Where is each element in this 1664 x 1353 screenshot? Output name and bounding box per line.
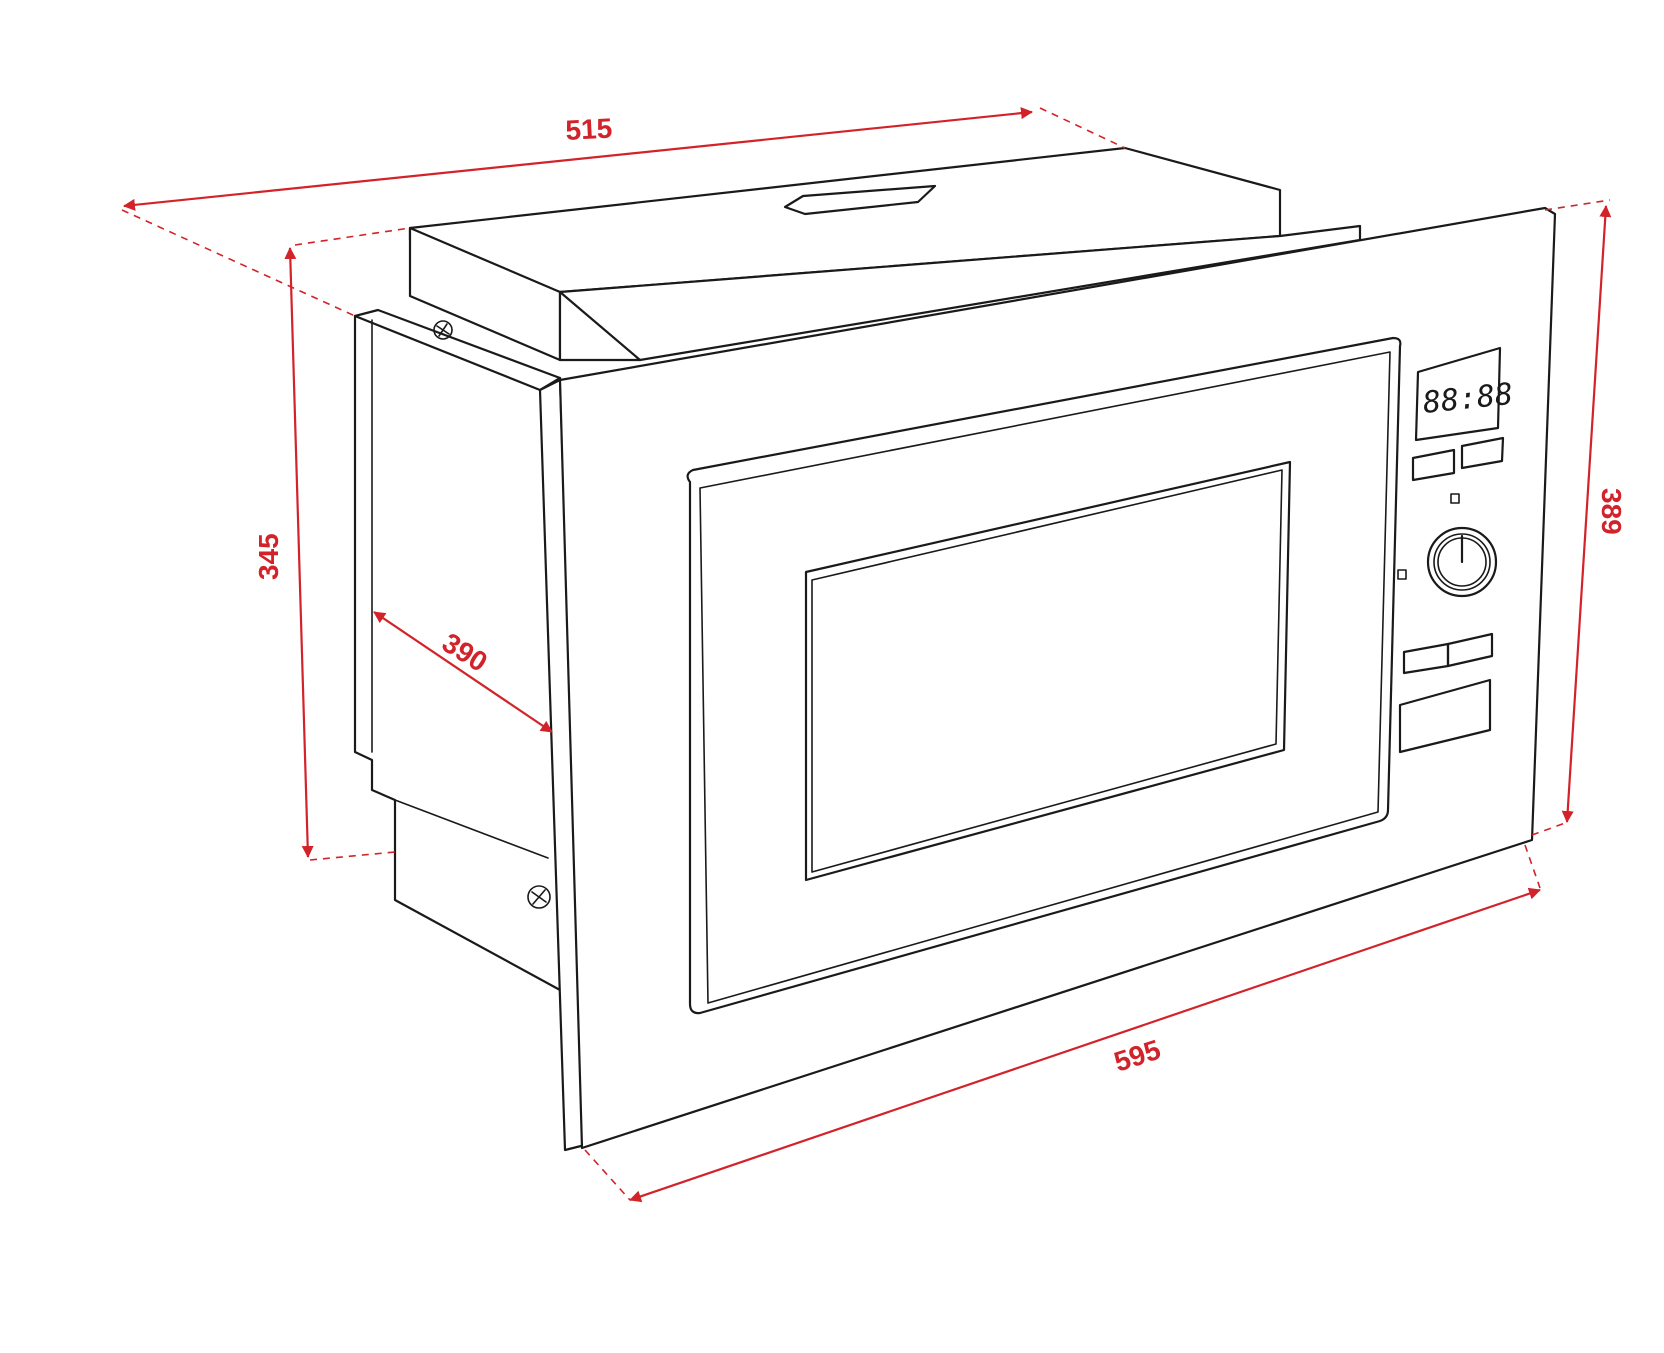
control-knob[interactable] bbox=[1426, 526, 1498, 598]
dim-label-389: 389 bbox=[1596, 488, 1627, 535]
dim-line-390 bbox=[373, 611, 553, 733]
button-lower-right[interactable] bbox=[1446, 632, 1494, 668]
dim-label-595: 595 bbox=[1110, 1034, 1164, 1078]
display-panel bbox=[1414, 346, 1502, 442]
top-step bbox=[558, 290, 642, 362]
button-upper-left[interactable] bbox=[1411, 448, 1456, 482]
dim-line-345 bbox=[284, 247, 314, 858]
ext-line-389-bottom bbox=[1531, 821, 1569, 836]
dimension-lines: 515 345 390 389 595 bbox=[121, 107, 1627, 1203]
ext-line-595-right bbox=[1524, 844, 1541, 889]
dim-label-515: 515 bbox=[565, 113, 613, 146]
ext-line-515-left bbox=[121, 209, 356, 317]
ext-line-515-right bbox=[1039, 107, 1126, 149]
dim-line-515 bbox=[123, 107, 1033, 211]
ext-line-389-top bbox=[1544, 199, 1611, 211]
screw-bottom bbox=[527, 885, 551, 909]
knob-marker-top-icon bbox=[1450, 493, 1460, 504]
dim-line-595 bbox=[629, 887, 1541, 1203]
door-window-inner bbox=[811, 469, 1283, 873]
side-casing-step bbox=[394, 799, 549, 859]
microwave-body: 88:88 bbox=[353, 146, 1557, 1152]
dim-line-389 bbox=[1561, 205, 1612, 823]
button-upper-right[interactable] bbox=[1460, 436, 1505, 470]
door-outer-inner-line bbox=[699, 351, 1391, 1004]
screw-top bbox=[433, 320, 453, 340]
door-window-outer bbox=[804, 460, 1292, 882]
dim-label-345: 345 bbox=[253, 533, 284, 580]
ext-line-345-top bbox=[294, 227, 411, 246]
door-open-button[interactable] bbox=[1398, 678, 1492, 754]
ext-line-595-left bbox=[584, 1149, 631, 1201]
knob-marker-left-icon bbox=[1397, 569, 1407, 580]
ext-line-345-bottom bbox=[309, 851, 396, 861]
